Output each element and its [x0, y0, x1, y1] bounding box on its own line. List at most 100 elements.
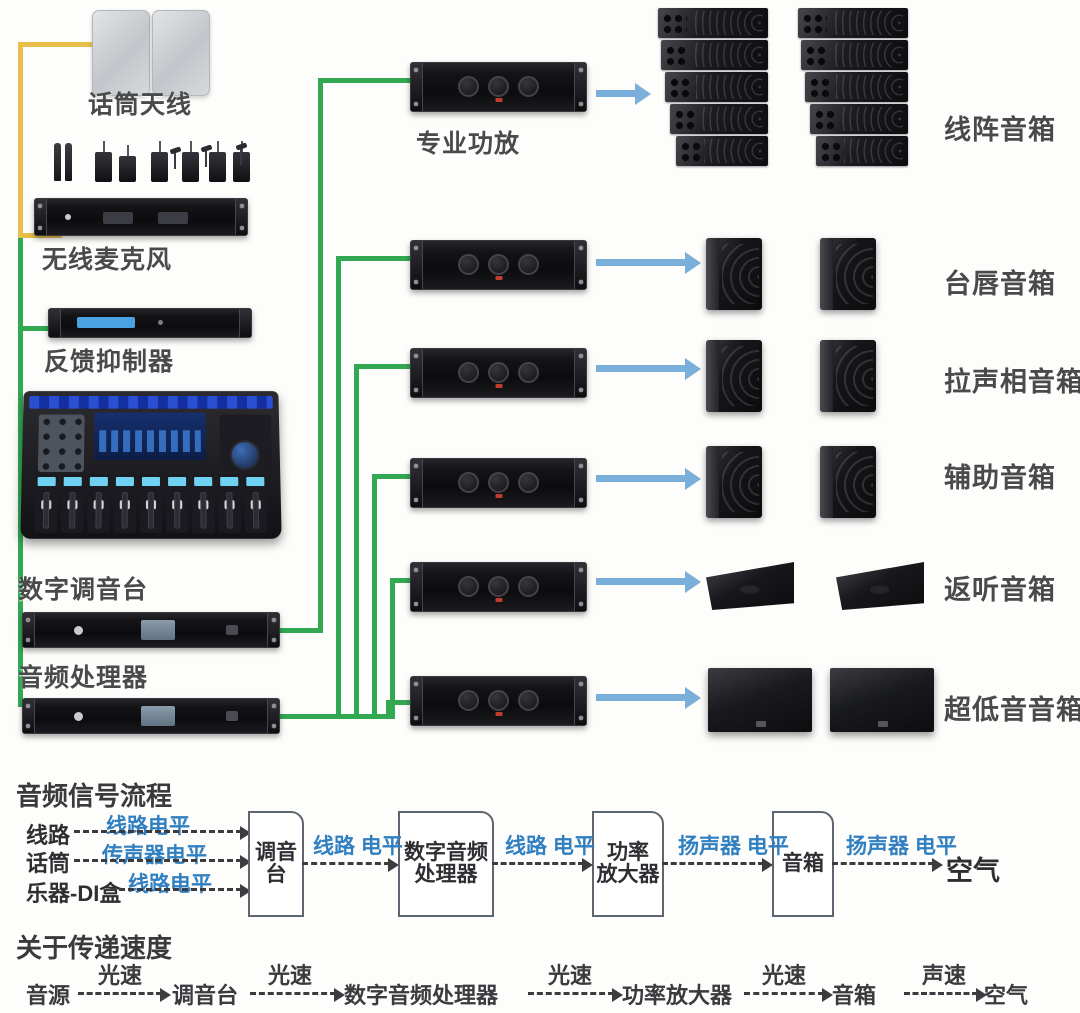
- speed-node-amplifier: 功率放大器: [622, 983, 733, 1008]
- rack-screw: [38, 226, 42, 230]
- amplifier-controls: [436, 690, 562, 712]
- line-array-module: [676, 136, 768, 166]
- amplifier-knob: [518, 576, 539, 598]
- amplifier-knob: [488, 472, 509, 494]
- flow-node-processor: 数字音频 处理器: [398, 811, 494, 917]
- mixer-channel: [192, 473, 215, 533]
- antenna-cable-top: [18, 42, 94, 47]
- rack-ear-right: [239, 309, 251, 337]
- amplifier-knob: [488, 254, 509, 276]
- amplifier-controls: [436, 76, 562, 98]
- speed-node-mixer: 调音台: [172, 983, 239, 1008]
- cabinet-waveguide: [721, 345, 759, 407]
- amplifier-controls: [436, 472, 562, 494]
- amplifier-knob: [518, 690, 539, 712]
- processor-display: [140, 619, 175, 640]
- cabinet-waveguide: [835, 345, 873, 407]
- bus-branch-1: [318, 78, 414, 83]
- antenna-left: [92, 10, 150, 96]
- speed-link-5: 声速: [922, 963, 967, 988]
- rack-screw: [272, 704, 276, 708]
- speed-link-3: 光速: [548, 963, 593, 988]
- rack-screw: [579, 102, 583, 106]
- rack-screw: [38, 204, 42, 208]
- speed-link-2: 光速: [268, 963, 313, 988]
- rack-screw: [579, 280, 583, 284]
- flow-node-mixer-line1: 调音: [255, 840, 297, 864]
- green-cable-proc2-out: [278, 714, 386, 719]
- amplifier-knob: [488, 76, 509, 98]
- amplifier-knob: [458, 690, 479, 712]
- speed-node-speaker: 音箱: [832, 983, 877, 1008]
- flow-link-level-2-line1: 线路: [505, 835, 547, 858]
- amp-to-speaker-arrow-3: [596, 365, 686, 372]
- subwoofer-left: [708, 668, 812, 732]
- flow-node-mixer: 调音 台: [248, 811, 304, 917]
- rack-screw: [240, 226, 244, 230]
- rack-screw: [26, 638, 30, 642]
- amp-to-speaker-arrow-6: [596, 694, 686, 701]
- speaker-label-auxiliary: 辅助音箱: [944, 463, 1056, 493]
- cabinet-side: [706, 446, 720, 518]
- amplifier-knob: [518, 254, 539, 276]
- rack-screw: [579, 388, 583, 392]
- handheld-mic-1: [54, 143, 61, 181]
- flow-node-processor-line2: 处理器: [414, 863, 478, 886]
- rack-screw: [579, 682, 583, 686]
- rack-screw: [414, 102, 418, 106]
- amplifier-2: [410, 240, 587, 290]
- flow-input-arrow-3: [110, 888, 242, 891]
- amplifier-controls: [436, 254, 562, 276]
- bodypack-2: [119, 156, 136, 182]
- mixer-channel-strip: [34, 473, 268, 533]
- cabinet-waveguide: [835, 451, 873, 513]
- mixer-channel: [60, 473, 84, 533]
- mixer-led-bar: [29, 395, 273, 409]
- rack-screw: [579, 68, 583, 72]
- line-array-module: [816, 136, 908, 166]
- cabinet-speaker-l-3: [706, 340, 762, 412]
- flow-link-level-2: 线路 电平: [505, 836, 595, 857]
- rack-ear-right: [574, 241, 586, 289]
- rack-screw: [579, 354, 583, 358]
- mixer-fader: [67, 500, 78, 510]
- rack-ear-right: [574, 677, 586, 725]
- mixer-jog-knob: [229, 440, 261, 470]
- amplifier-power-led: [495, 712, 502, 717]
- antenna-right: [152, 10, 210, 96]
- line-array-module: [805, 72, 908, 102]
- amplifier-knob: [458, 472, 479, 494]
- bodypack-4: [182, 152, 199, 182]
- rack-screw: [579, 602, 583, 606]
- mixer-fader: [93, 500, 104, 510]
- lavalier-mic-2: [205, 150, 207, 167]
- flow-input-level-1: 线路电平: [106, 815, 190, 838]
- rack-screw: [579, 498, 583, 502]
- amp-to-speaker-arrow-1: [596, 90, 636, 97]
- rack-screw: [414, 602, 418, 606]
- green-cable-proc-link: [18, 616, 23, 706]
- wedge-monitor-left: [706, 562, 794, 610]
- green-cable-fbs-stub: [18, 326, 60, 331]
- flow-node-speaker: 音箱: [772, 811, 834, 917]
- speed-arrow-3: [528, 992, 614, 995]
- bus-trunk-2: [336, 256, 341, 719]
- flow-link-level-2-line2: 电平: [552, 835, 595, 858]
- amp-to-speaker-arrow-5: [596, 578, 686, 585]
- amp-to-speaker-arrow-4: [596, 475, 686, 482]
- amplifier-5: [410, 562, 587, 612]
- line-array-module: [801, 40, 908, 70]
- rack-screw: [272, 638, 276, 642]
- bus-trunk-5: [390, 578, 395, 719]
- line-array-module: [798, 8, 908, 38]
- flow-link-arrow-4: [832, 862, 934, 865]
- speed-link-1: 光速: [98, 963, 143, 988]
- bus-branch-2: [336, 256, 414, 261]
- line-array-right: [798, 8, 908, 166]
- line-array-module: [665, 72, 768, 102]
- flow-node-speaker-line1: 音箱: [782, 851, 824, 875]
- cabinet-speaker-r-2: [820, 238, 876, 310]
- mixer-fader: [224, 500, 235, 510]
- rack-screw: [579, 716, 583, 720]
- rack-ear-right: [574, 349, 586, 397]
